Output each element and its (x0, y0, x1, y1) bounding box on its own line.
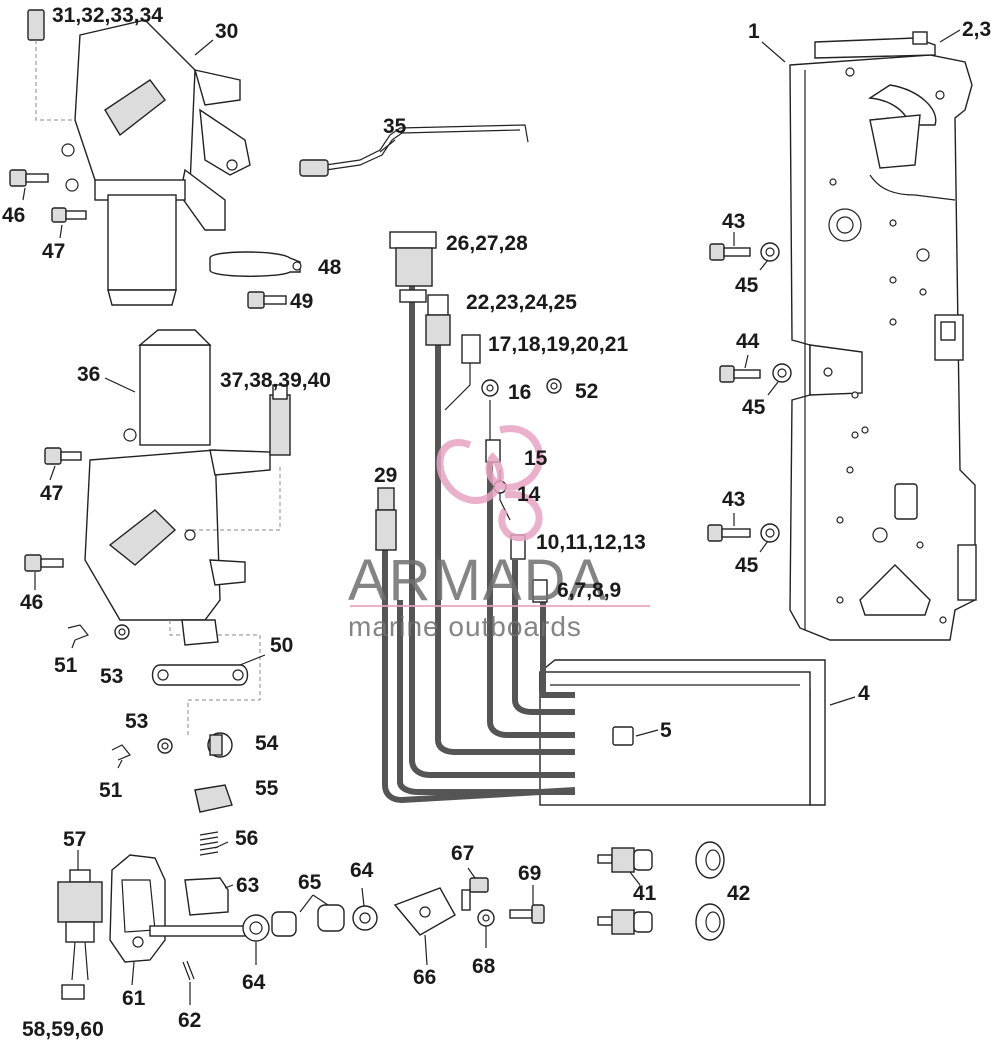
label-part-51-bottom: 51 (99, 779, 123, 802)
label-part-64-right: 64 (350, 859, 374, 882)
label-part-53-bottom: 53 (125, 710, 148, 733)
clamp-and-screw (209, 251, 302, 309)
bracket-plate (789, 31, 977, 641)
screw-washer-set (707, 242, 792, 543)
label-part-17-21: 17,18,19,20,21 (488, 333, 628, 356)
label-part-45-top: 45 (735, 274, 759, 297)
label-part-22-25: 22,23,24,25 (466, 291, 577, 314)
label-part-52: 52 (575, 380, 598, 403)
label-part-55: 55 (255, 777, 279, 800)
label-part-1: 1 (748, 20, 760, 43)
link-rod (299, 124, 529, 177)
trim-motor-lower (84, 329, 291, 735)
label-part-64-left: 64 (242, 971, 266, 994)
label-part-49: 49 (290, 290, 313, 313)
label-part-47-bottom: 47 (40, 482, 63, 505)
label-part-51-top: 51 (54, 654, 78, 677)
callout-labels: 1 2,3 4 5 6,7,8,9 10,11,12,13 14 15 16 1… (2, 4, 991, 1041)
label-part-43-top: 43 (722, 210, 745, 233)
label-part-56: 56 (235, 827, 258, 850)
label-part-30: 30 (215, 20, 238, 43)
label-part-31-34: 31,32,33,34 (52, 4, 163, 27)
label-part-37-40: 37,38,39,40 (220, 369, 331, 392)
label-part-57: 57 (63, 828, 86, 851)
linkage-parts (67, 619, 249, 813)
label-part-65: 65 (298, 871, 322, 894)
label-part-5: 5 (660, 719, 672, 742)
label-part-50: 50 (270, 634, 293, 657)
label-part-48: 48 (318, 256, 342, 279)
label-part-63: 63 (236, 874, 259, 897)
label-part-69: 69 (518, 862, 541, 885)
label-part-45-middle: 45 (742, 396, 766, 419)
label-part-47-top: 47 (42, 240, 65, 263)
label-part-10-13: 10,11,12,13 (536, 531, 646, 554)
label-part-29: 29 (374, 464, 397, 487)
label-part-43-bottom: 43 (722, 488, 745, 511)
label-part-46-bottom: 46 (20, 591, 43, 614)
label-part-2-3: 2,3 (962, 18, 991, 41)
label-part-67: 67 (451, 842, 474, 865)
label-part-15: 15 (524, 447, 548, 470)
label-part-4: 4 (858, 682, 870, 705)
label-part-26-28: 26,27,28 (446, 232, 528, 255)
label-part-45-bottom: 45 (735, 554, 759, 577)
control-box (539, 659, 826, 806)
watermark: ARMADA marine outboards (348, 425, 650, 642)
label-part-14: 14 (517, 483, 541, 506)
watermark-tagline: marine outboards (348, 611, 582, 642)
label-part-68: 68 (472, 955, 496, 978)
label-part-54: 54 (255, 732, 279, 755)
label-part-41: 41 (633, 882, 657, 905)
label-part-62: 62 (178, 1009, 201, 1032)
label-part-35: 35 (383, 115, 407, 138)
label-part-53-top: 53 (100, 665, 123, 688)
label-part-36: 36 (77, 363, 100, 386)
wiring-harness (382, 280, 576, 804)
leader-lines (22, 29, 961, 1005)
watermark-brand: ARMADA (348, 548, 608, 613)
label-part-16: 16 (508, 381, 531, 404)
label-part-6-9: 6,7,8,9 (557, 579, 621, 602)
label-part-46-top: 46 (2, 204, 25, 227)
label-part-58-60: 58,59,60 (22, 1018, 104, 1041)
label-part-42: 42 (727, 882, 750, 905)
connectors (375, 231, 562, 603)
label-part-66: 66 (413, 966, 436, 989)
label-part-61: 61 (122, 987, 146, 1010)
bottom-row-parts (57, 831, 725, 1000)
trim-motor-top (27, 9, 251, 306)
motor-screws (9, 169, 87, 572)
watermark-logo-icon (436, 425, 544, 542)
label-part-44: 44 (736, 330, 760, 353)
